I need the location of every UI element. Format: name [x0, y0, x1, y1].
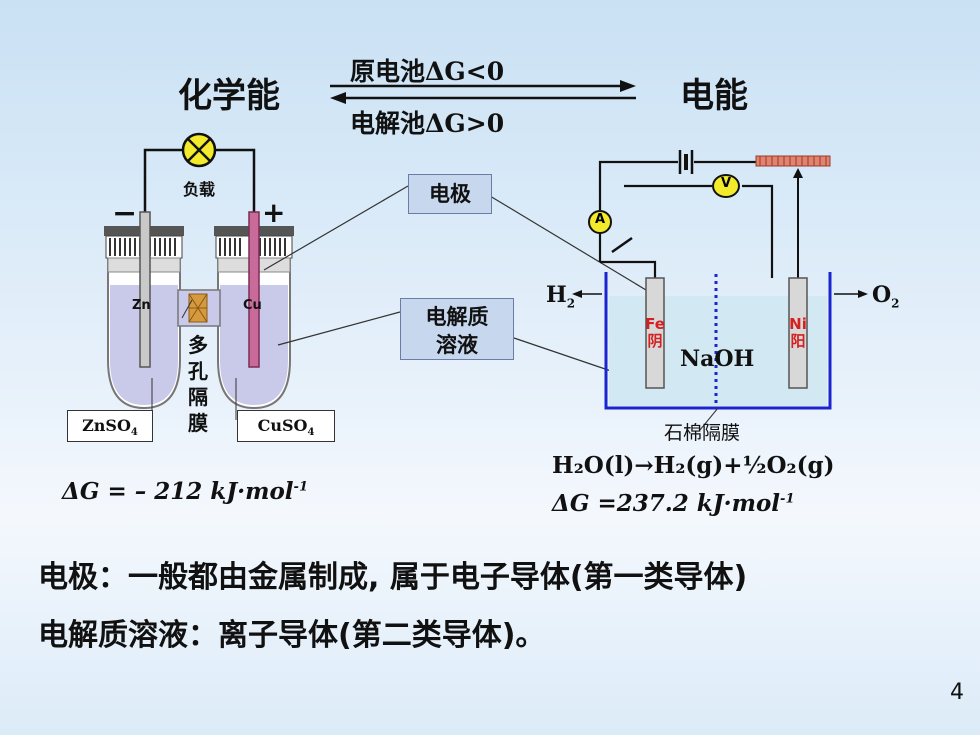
forward-arrow	[330, 80, 636, 92]
chemical-energy-label: 化学能	[178, 76, 280, 116]
znso4-label: ZnSO4	[67, 410, 153, 442]
page-number: 4	[950, 680, 964, 705]
zn-label: Zn	[132, 298, 151, 313]
electrolyte-definition: 电解质溶液：离子导体(第二类导体)。	[38, 618, 546, 653]
electric-energy-label: 电能	[680, 76, 748, 116]
electrolyte-callout-line1: 电解质	[425, 305, 489, 329]
rheostat	[755, 155, 831, 167]
ni-anode-label: Ni阳	[789, 315, 807, 350]
electrolytic-arrow-label: 电解池ΔG>0	[350, 109, 505, 138]
callout-pointers	[263, 185, 647, 373]
cu-label: Cu	[243, 298, 262, 313]
negative-sign: −	[112, 196, 138, 231]
load-lamp-icon	[181, 132, 217, 168]
electrolyte-callout: 电解质 溶液	[400, 298, 514, 360]
h2-label: H2	[546, 282, 576, 311]
delta-g-electrolytic: ΔG =237.2 kJ·mol-1	[552, 490, 795, 517]
ammeter-icon: A	[588, 210, 612, 234]
electrolytic-cell	[572, 150, 868, 431]
zn-rod	[139, 211, 151, 368]
cu-rod	[248, 211, 260, 368]
fe-cathode-label: Fe阴	[645, 315, 665, 350]
backward-arrow	[330, 92, 636, 104]
o2-label: O2	[872, 282, 900, 311]
load-label: 负载	[183, 180, 216, 199]
cuso4-label: CuSO4	[237, 410, 335, 442]
electrode-callout: 电极	[408, 174, 492, 214]
electrolyte-callout-line2: 溶液	[436, 333, 478, 357]
naoh-label: NaOH	[680, 346, 755, 372]
galvanic-arrow-label: 原电池ΔG<0	[350, 57, 505, 86]
battery-icon	[678, 150, 694, 174]
positive-sign: +	[262, 196, 286, 229]
porous-membrane-label: 多孔隔膜	[188, 333, 208, 435]
voltmeter-icon: V	[712, 174, 740, 198]
asbestos-membrane-label: 石棉隔膜	[664, 422, 741, 444]
galvanic-cell	[104, 132, 294, 420]
delta-g-galvanic: ΔG = – 212 kJ·mol-1	[62, 478, 308, 505]
reaction-equation: H₂O(l)→H₂(g)+½O₂(g)	[552, 452, 835, 479]
electrode-definition: 电极：一般都由金属制成, 属于电子导体(第一类导体)	[38, 560, 748, 595]
